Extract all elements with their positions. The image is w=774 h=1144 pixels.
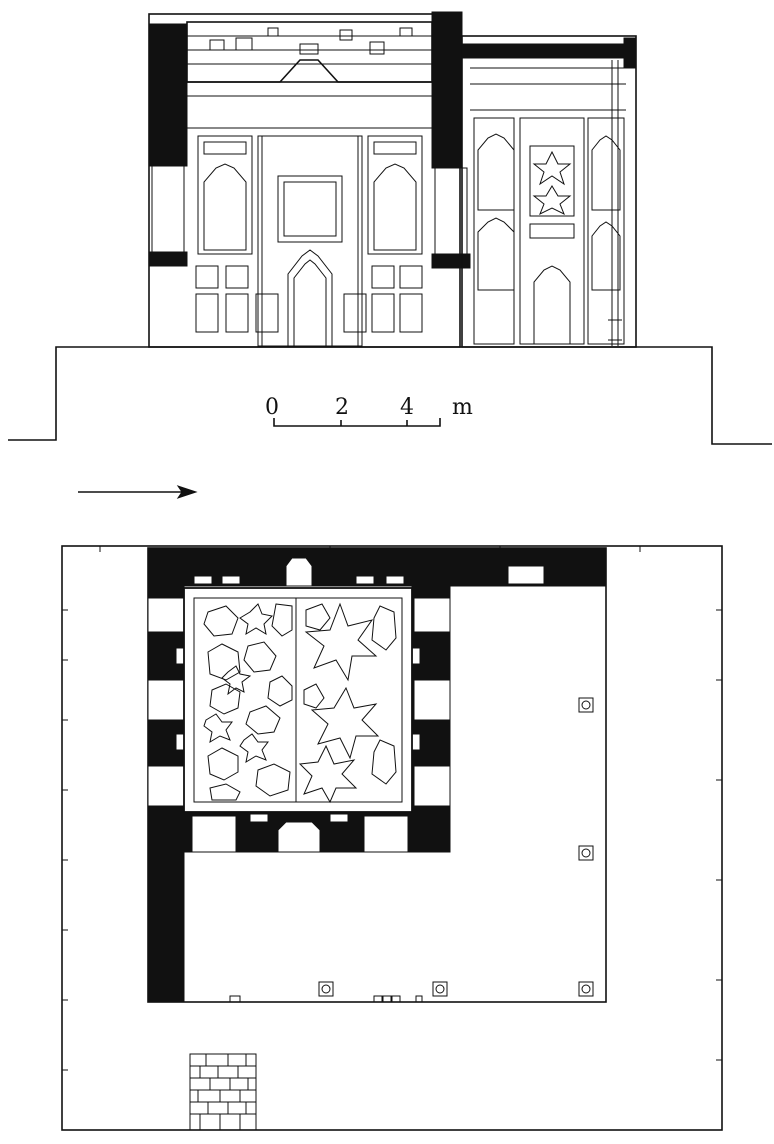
facade-right-panels (343, 135, 423, 347)
north-wall-openings (193, 557, 545, 587)
arrow-right-icon (78, 485, 198, 499)
hall-outline (148, 13, 461, 348)
ceiling-joists (187, 27, 432, 65)
central-arch-doorway (287, 249, 333, 346)
ceiling-band (186, 21, 433, 83)
right-wing-panels (470, 67, 626, 345)
hall-east-wall-niches (411, 597, 451, 807)
site-boundary-ticks (62, 546, 722, 1071)
left-wall-cut-lower (148, 251, 188, 267)
hall-south-wall-openings (191, 813, 409, 853)
scale-tick-label-4: 4 (400, 395, 414, 420)
central-hall (183, 587, 413, 813)
right-wing-outline (461, 35, 637, 348)
column-base (578, 981, 594, 997)
facade-center (261, 135, 359, 347)
west-wall-niches (147, 597, 185, 807)
left-wall-cut (148, 23, 188, 167)
south-step-stones (229, 995, 423, 1003)
right-wing-corner-cut (623, 37, 637, 69)
right-pier-face (434, 167, 468, 255)
left-pier-face (151, 165, 185, 253)
column-base (318, 981, 334, 997)
column-base (432, 981, 448, 997)
right-wing-roof-cut (461, 43, 637, 59)
scale-line (273, 418, 441, 427)
right-wall-cut-lower (431, 253, 471, 269)
scale-tick-label-0: 0 (265, 395, 279, 420)
girih-pattern-tiles (203, 603, 293, 801)
star-pattern-outline (298, 602, 397, 804)
right-wall-cut (431, 11, 463, 169)
scale-unit-label: m (452, 395, 473, 420)
scale-tick-label-2: 2 (335, 395, 349, 420)
ground-line (8, 346, 772, 445)
scale-bar: 0 2 4 m (265, 395, 473, 427)
pattern-frame (193, 597, 403, 803)
column-base (578, 845, 594, 861)
cornice (187, 59, 432, 83)
site-boundary (61, 545, 723, 1131)
section-elevation (8, 11, 772, 445)
portico-column-bases (318, 697, 594, 997)
brick-tower (189, 1053, 257, 1131)
floor-plan (61, 545, 723, 1131)
facade-left-panels (195, 135, 279, 347)
portico-column (608, 60, 622, 346)
column-base (578, 697, 594, 713)
